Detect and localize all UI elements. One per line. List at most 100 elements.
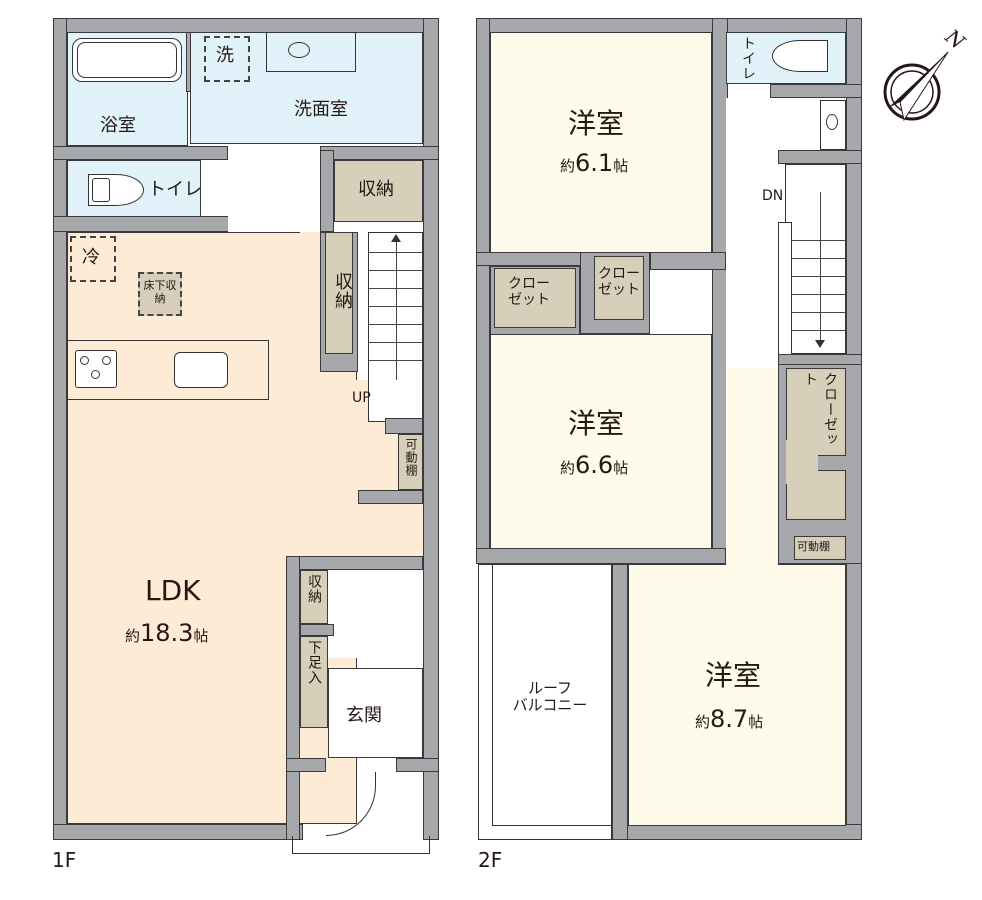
entrance-porch	[292, 836, 430, 854]
western-room-area: 約6.6帖	[560, 451, 629, 480]
bathtub-inner	[77, 42, 177, 78]
fridge-mark: 冷	[82, 247, 100, 268]
western-room-label: 洋室	[568, 107, 625, 140]
wall	[476, 548, 726, 564]
entrance-label: 玄関	[346, 705, 382, 726]
closet-label: クローゼット	[802, 372, 838, 447]
wall	[612, 824, 862, 840]
burner	[80, 356, 89, 365]
area-unit: 帖	[748, 713, 764, 731]
entrance	[328, 668, 423, 758]
adjustable-shelf-label: 可動棚	[797, 540, 830, 553]
wall	[286, 556, 300, 840]
wall	[650, 252, 726, 270]
floor-label-2f: 2F	[478, 848, 503, 872]
hallway-1f	[228, 160, 320, 232]
shoe-box	[300, 636, 328, 728]
area-value: 6.1	[575, 149, 614, 177]
wall	[286, 556, 423, 570]
wall	[286, 758, 326, 772]
washroom-label: 洗面室	[294, 99, 348, 120]
wall	[53, 824, 303, 840]
area-prefix: 約	[125, 627, 141, 645]
shoe-box-label: 下足入	[306, 640, 322, 685]
western-room-8-7-ext	[726, 368, 778, 568]
roof-balcony-inner	[492, 564, 612, 826]
closet-c-mid	[786, 440, 818, 484]
western-room-label: 洋室	[568, 407, 625, 440]
north-arrow-icon: N	[880, 24, 969, 122]
storage-1f-a	[334, 160, 423, 222]
adjustable-shelf-label: 可動棚	[404, 438, 418, 477]
entrance-door[interactable]	[326, 772, 376, 836]
toilet-label: トイレ	[740, 36, 756, 81]
underfloor-storage-label: 床下収納	[143, 279, 177, 305]
storage-1f-b	[325, 232, 353, 354]
closet-label-line2: ゼット	[598, 282, 640, 299]
closet-label: クロー ゼット	[594, 266, 644, 298]
toilet-icon	[772, 40, 828, 72]
closet-label-line1: クロー	[598, 266, 640, 282]
area-prefix: 約	[560, 459, 576, 477]
adjustable-shelf-1f	[398, 434, 423, 490]
stairs-direction-label: UP	[352, 390, 371, 406]
area-value: 8.7	[710, 705, 749, 733]
stair-direction-arrow	[820, 192, 821, 342]
hand-sink	[826, 114, 838, 130]
wall	[320, 150, 334, 232]
toilet-tank	[92, 178, 110, 202]
wall	[53, 18, 67, 840]
wall	[53, 146, 228, 160]
storage-label: 収納	[332, 272, 353, 310]
wall	[612, 564, 628, 840]
wall	[770, 84, 862, 98]
closet-label-line1: クロー	[508, 276, 550, 292]
closet-label: クロー ゼット	[508, 276, 550, 308]
bathtub-icon	[72, 38, 182, 82]
western-room-label: 洋室	[705, 659, 762, 692]
kitchen-sink-icon	[174, 352, 228, 388]
wall	[423, 18, 439, 840]
stair-direction-arrow	[396, 240, 397, 380]
area-unit: 帖	[613, 157, 629, 175]
western-room-8-7	[628, 564, 846, 826]
wall	[300, 624, 334, 636]
storage-1f-c	[300, 570, 328, 624]
toilet-icon	[88, 174, 144, 206]
area-unit: 帖	[613, 459, 629, 477]
underfloor-storage	[138, 272, 182, 316]
wall	[385, 418, 423, 434]
wall	[476, 18, 490, 563]
sink-icon	[288, 42, 310, 58]
stair-newel	[778, 222, 792, 358]
roof-balcony-line1: ルーフ	[527, 679, 573, 697]
area-prefix: 約	[695, 713, 711, 731]
wall	[396, 758, 439, 772]
staircase-1f[interactable]	[368, 232, 423, 422]
toilet-label: トイレ	[148, 179, 202, 200]
ldk-area: 約18.3帖	[125, 619, 208, 648]
western-room-area: 約8.7帖	[695, 705, 764, 734]
wall	[320, 146, 439, 160]
staircase-2f[interactable]	[785, 164, 846, 354]
washer-space	[204, 36, 250, 82]
storage-label: 収納	[358, 179, 394, 200]
roof-balcony-line2: バルコニー	[512, 696, 588, 715]
washer-mark: 洗	[216, 45, 234, 66]
area-value: 6.6	[575, 451, 614, 479]
ldk-label: LDK	[145, 574, 201, 607]
roof-balcony-label: ルーフ バルコニー	[500, 679, 600, 715]
wall	[358, 490, 423, 504]
fridge-space	[70, 236, 116, 282]
burner	[91, 370, 100, 379]
vanity-counter	[266, 32, 356, 72]
western-room-6-1	[490, 32, 712, 254]
storage-label: 収納	[306, 574, 322, 604]
arrow-up-icon	[391, 234, 401, 242]
floor-label-1f: 1F	[52, 848, 77, 872]
arrow-down-icon	[815, 340, 825, 348]
stairs-direction-label: DN	[762, 188, 784, 204]
bathroom-label: 浴室	[100, 115, 136, 136]
area-value: 18.3	[140, 619, 194, 647]
western-room-area: 約6.1帖	[560, 149, 629, 178]
